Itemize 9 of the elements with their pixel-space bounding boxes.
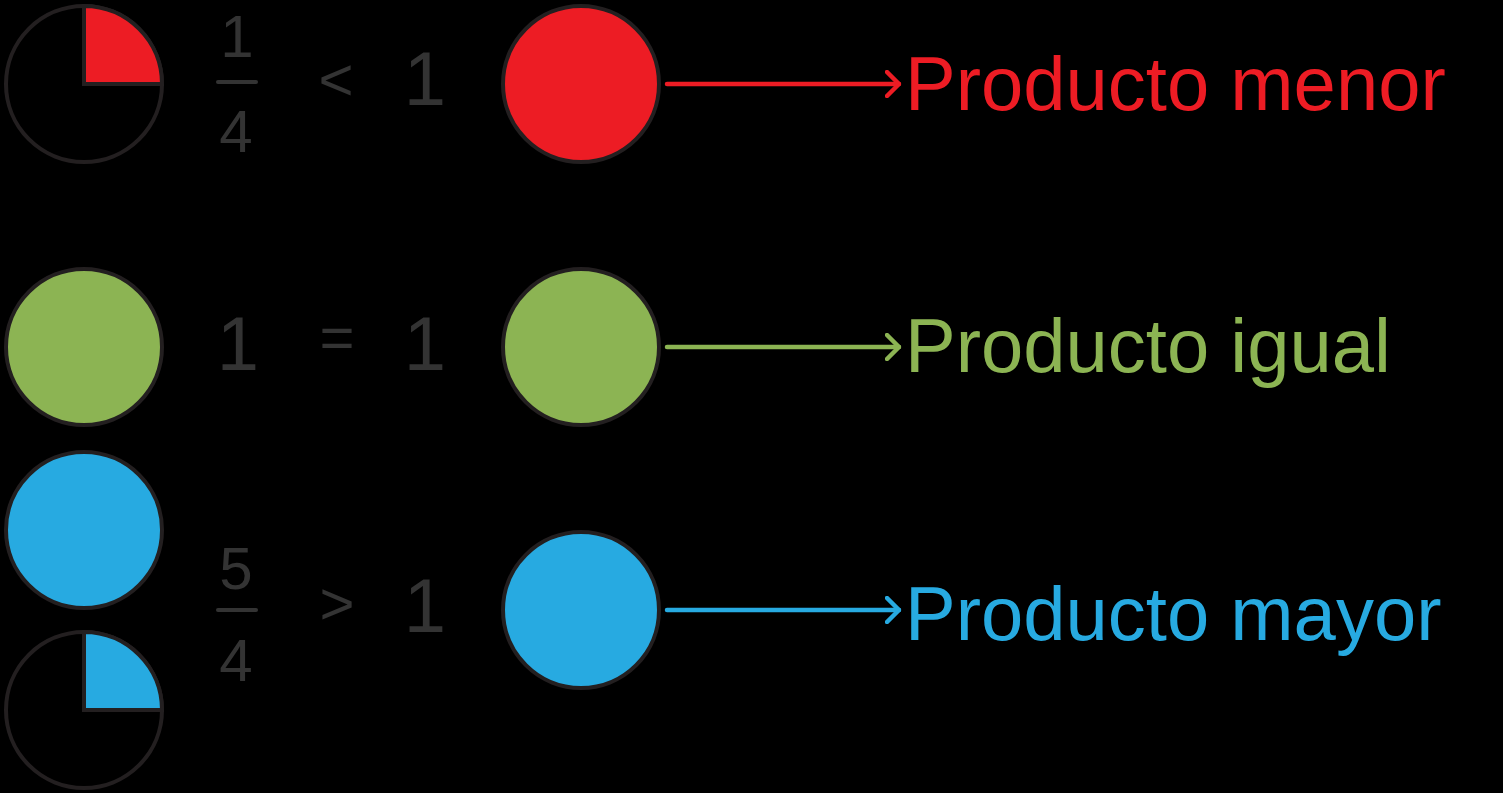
quarter-circle-diagram — [4, 630, 164, 790]
result-label: Producto menor — [905, 46, 1446, 122]
arrow — [664, 69, 902, 99]
arrow — [664, 595, 902, 625]
arrow — [664, 332, 902, 362]
less-than-sign: < — [318, 50, 354, 110]
greater-than-sign: > — [319, 574, 355, 634]
equals-sign: = — [319, 308, 355, 368]
quarter-circle-diagram — [4, 4, 164, 164]
